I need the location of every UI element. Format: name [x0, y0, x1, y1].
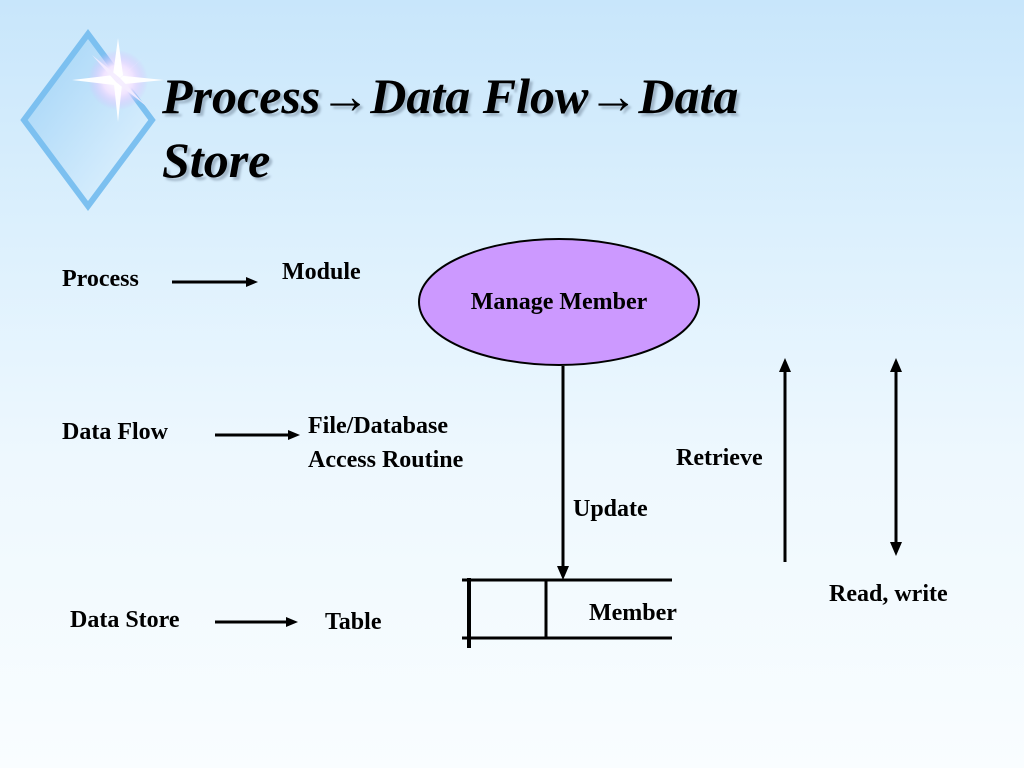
- readwrite-label: Read, write: [829, 581, 948, 607]
- process-name-label: Manage Member: [470, 289, 648, 315]
- title-line-1: Process→Data Flow→Data: [162, 68, 739, 124]
- title-line-2: Store: [162, 132, 271, 188]
- update-arrow: [557, 366, 569, 580]
- slide-title: Process→Data Flow→Data Store: [162, 64, 922, 192]
- process-label: Process: [62, 266, 139, 292]
- module-label: Module: [282, 259, 361, 285]
- retrieve-arrow: [779, 358, 791, 562]
- datastore-to-table-arrow: [215, 617, 298, 627]
- data-store-symbol: [462, 578, 672, 648]
- readwrite-arrow: [890, 358, 902, 556]
- table-label: Table: [325, 609, 382, 635]
- dataflow-to-routine-arrow: [215, 430, 300, 440]
- retrieve-label: Retrieve: [676, 445, 763, 471]
- dataflow-label: Data Flow: [62, 419, 168, 445]
- update-label: Update: [573, 496, 648, 522]
- datastore-label: Data Store: [70, 607, 180, 633]
- process-to-module-arrow: [172, 277, 258, 287]
- routine-label-line-1: File/Database: [308, 413, 448, 439]
- diamond-sparkle-icon: [20, 28, 164, 212]
- process-ellipse: [418, 238, 700, 366]
- store-name-label: Member: [589, 600, 677, 626]
- routine-label-line-2: Access Routine: [308, 447, 464, 473]
